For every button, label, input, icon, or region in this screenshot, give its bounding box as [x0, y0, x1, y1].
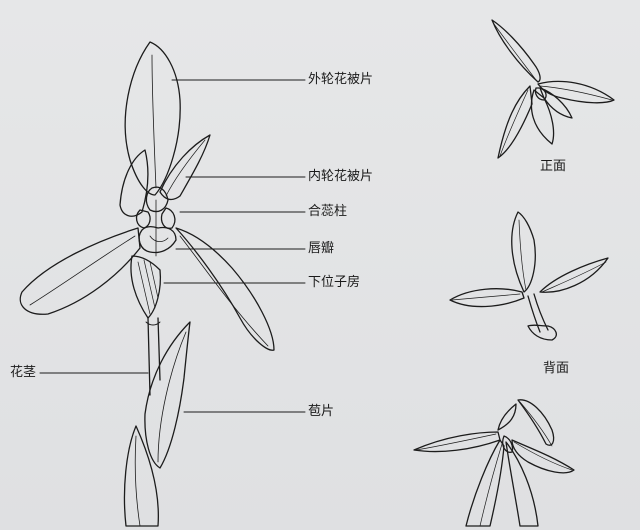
column-lip [135, 186, 177, 257]
caption-back-view: 背面 [543, 361, 570, 376]
label-ovary: 下位子房 [308, 275, 361, 290]
left-petal [119, 149, 149, 217]
label-bract: 苞片 [308, 404, 335, 419]
label-stem: 花茎 [10, 365, 37, 380]
bract-lower [123, 425, 159, 527]
side-view-drawing [413, 399, 575, 527]
label-lip: 唇瓣 [308, 241, 335, 256]
dorsal-sepal [124, 41, 181, 196]
stem [147, 317, 161, 396]
caption-front-view: 正面 [540, 159, 567, 174]
label-column: 合蕊柱 [308, 204, 348, 219]
left-sepal [19, 227, 141, 315]
back-view-drawing [449, 211, 609, 341]
label-outer-tepal: 外轮花被片 [308, 72, 374, 87]
bract-upper [144, 321, 191, 469]
label-inner-tepal: 内轮花被片 [308, 169, 374, 184]
main-flower [19, 41, 275, 527]
right-petal [159, 134, 211, 201]
leader-lines [39, 79, 306, 413]
ovary [130, 255, 162, 319]
front-view-drawing [491, 19, 615, 159]
right-sepal [175, 227, 275, 351]
